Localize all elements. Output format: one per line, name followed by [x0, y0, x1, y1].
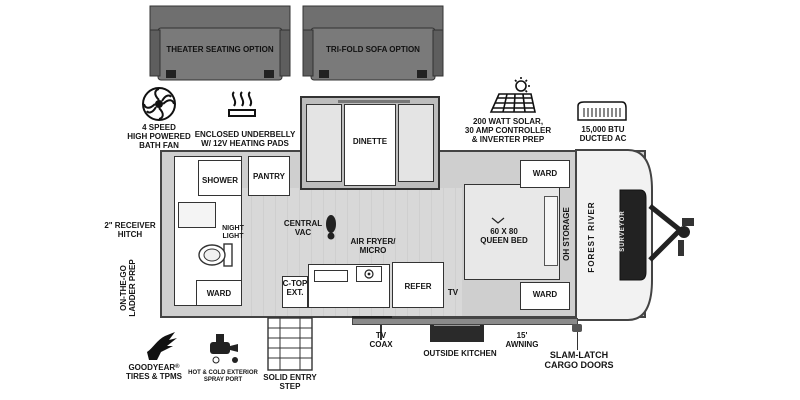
sink	[178, 202, 216, 228]
ward-top-label: WARD	[532, 169, 558, 178]
bath-ward-label: WARD	[206, 289, 232, 298]
entry-step	[267, 317, 313, 371]
shower-label: SHOWER	[202, 176, 238, 185]
dinette-label: DINETTE	[352, 137, 388, 146]
awning-label: 15'AWNING	[505, 331, 539, 349]
slideout-top-bar	[338, 100, 410, 103]
surveyor-logo: SURVEYOR	[620, 210, 626, 252]
countertop-extension	[282, 276, 308, 308]
goodyear-wingfoot-icon	[147, 332, 177, 360]
outside-kitchen-label: OUTSIDE KITCHEN	[423, 349, 497, 358]
solar-panel-icon	[489, 77, 536, 113]
wardrobe-top	[520, 160, 570, 188]
cargo-door-marker	[572, 324, 582, 332]
kitchen-sink	[314, 270, 348, 282]
solar-label: 200 WATT SOLAR,30 AMP CONTROLLER& INVERT…	[464, 117, 552, 144]
heating-pad-icon	[228, 91, 256, 117]
theater-seating-option: THEATER SEATING OPTION	[149, 5, 291, 82]
trifold-option-label: TRI-FOLD SOFA OPTION	[326, 45, 420, 54]
outside-kitchen-stripe	[434, 324, 480, 326]
burner-icon	[364, 269, 374, 279]
air-fryer-label: AIR FRYER/MICRO	[350, 237, 396, 255]
oh-storage-label: OH STORAGE	[562, 207, 571, 261]
forest-river-logo: FOREST RIVER	[587, 201, 596, 273]
tv-coax-line	[380, 320, 382, 340]
awning-rail	[352, 318, 578, 325]
wardrobe-bottom	[520, 282, 570, 310]
dinette-table	[344, 104, 396, 186]
dinette-bench-right	[398, 104, 434, 182]
pillow	[544, 196, 558, 266]
shower	[198, 160, 242, 196]
bed-icon	[491, 217, 505, 224]
refrigerator	[392, 262, 444, 308]
trifold-sofa-graphic	[302, 5, 444, 81]
tv-label: TV	[447, 288, 459, 297]
hitch-tongue	[648, 204, 694, 262]
spray-port-icon	[210, 334, 238, 364]
bath-wardrobe	[196, 280, 242, 306]
refer-label: REFER	[404, 282, 432, 291]
ward-bottom-label: WARD	[532, 290, 558, 299]
toilet-icon	[198, 243, 233, 267]
dinette-bench-left	[306, 104, 342, 182]
air-conditioner-icon	[577, 101, 627, 121]
goodyear-label: GOODYEAR® TIRES & TPMS	[125, 363, 182, 381]
fan-icon	[142, 87, 176, 121]
trifold-sofa-option: TRI-FOLD SOFA OPTION	[302, 5, 444, 82]
cargo-door-line	[577, 332, 578, 350]
front-cap	[575, 149, 653, 321]
theater-option-label: THEATER SEATING OPTION	[166, 45, 274, 54]
theater-seating-graphic	[149, 5, 291, 81]
footprint-icon	[326, 215, 336, 240]
pantry	[248, 156, 290, 196]
pantry-label: PANTRY	[253, 172, 285, 181]
